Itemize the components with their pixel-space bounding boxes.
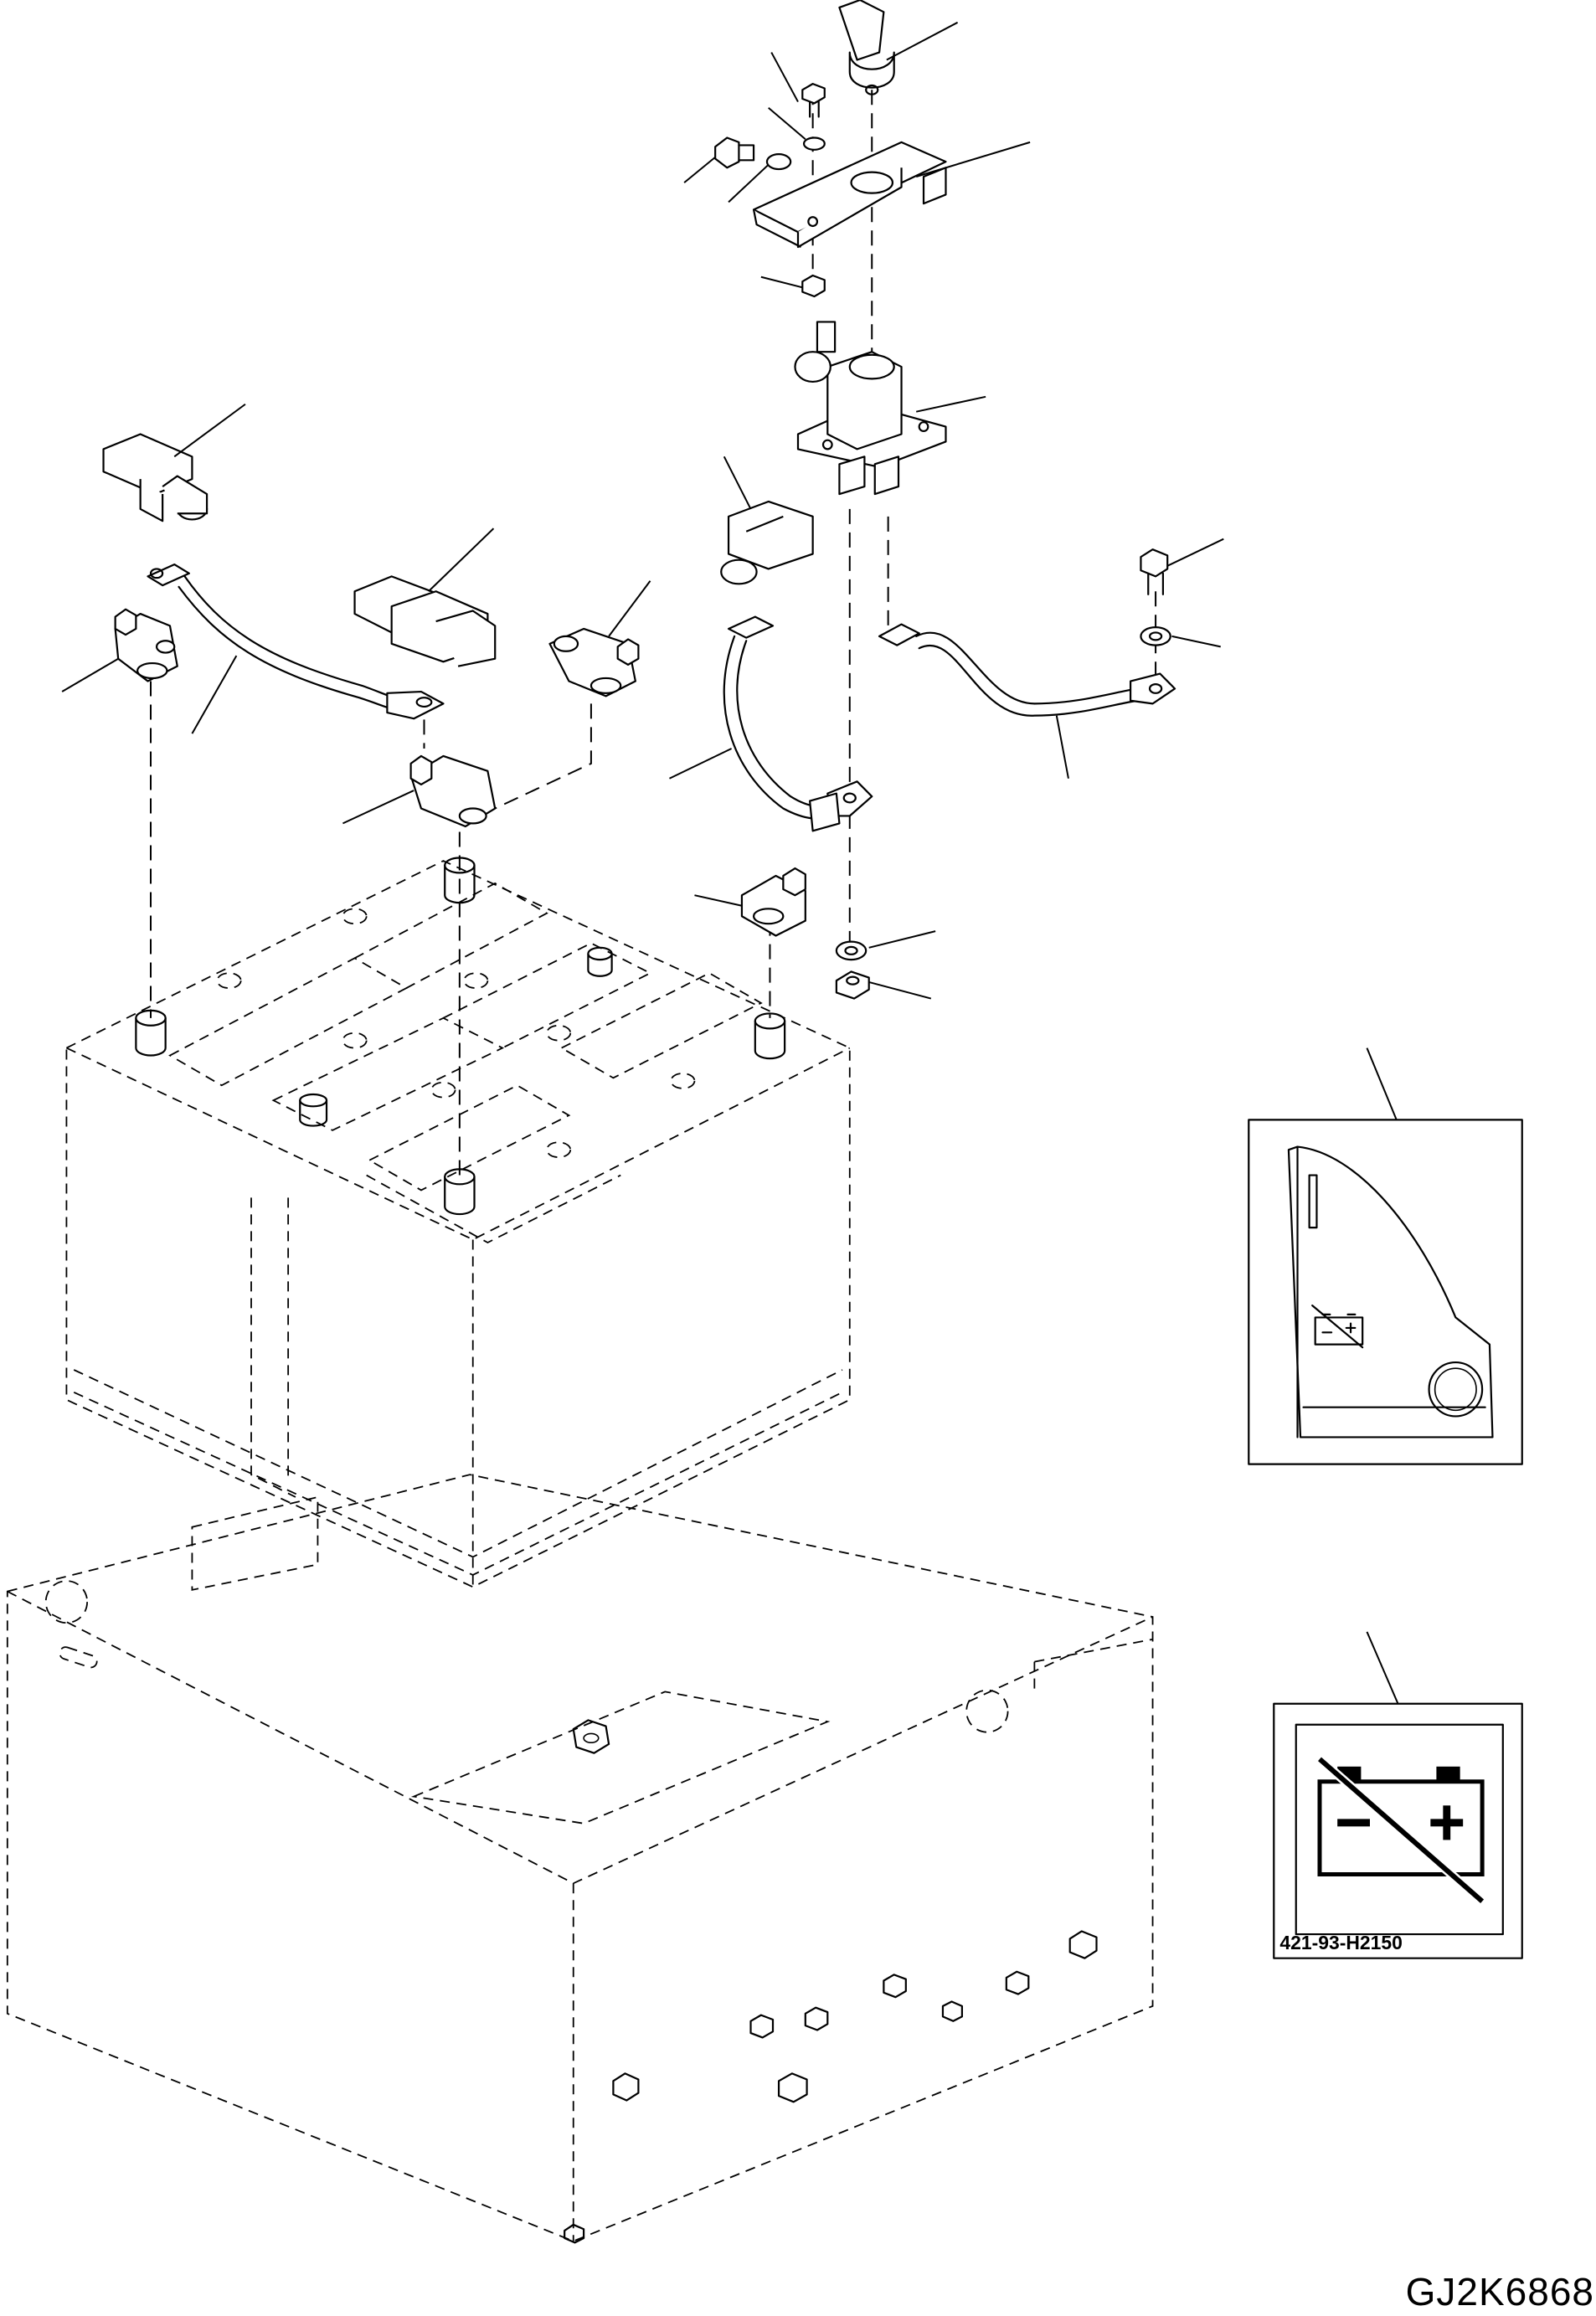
terminal-clamp-center bbox=[411, 756, 496, 826]
batteries bbox=[66, 858, 849, 1588]
terminal-clamp-ground bbox=[742, 868, 806, 935]
switch-position-decal bbox=[1248, 1119, 1521, 1464]
bolt-right bbox=[1140, 549, 1170, 645]
switch-cable bbox=[879, 625, 1175, 716]
bolt-side bbox=[715, 137, 790, 169]
battery-box bbox=[8, 1475, 1153, 2242]
bolt-top-small bbox=[802, 84, 824, 150]
terminal-clamp-left bbox=[116, 610, 178, 682]
nut-upper bbox=[802, 275, 824, 296]
mounting-bracket bbox=[754, 142, 945, 247]
disconnect-key bbox=[839, 0, 893, 95]
terminal-cover-center bbox=[355, 576, 496, 666]
drawing-id: GJ2K6868 bbox=[1405, 2270, 1594, 2313]
terminal-cover-right bbox=[721, 502, 812, 584]
battery-icon bbox=[1312, 1305, 1362, 1347]
battery-cable-link bbox=[147, 564, 443, 718]
disconnect-switch bbox=[795, 322, 945, 494]
battery-prohibited-icon bbox=[1320, 1759, 1482, 1902]
battery-post-right bbox=[755, 1013, 785, 1058]
battery-disconnect-decal: 421-93-H2150 bbox=[1274, 1704, 1521, 1958]
decal-part-code: 421-93-H2150 bbox=[1279, 1932, 1403, 1953]
leader-lines bbox=[62, 23, 1398, 1704]
ground-cable bbox=[724, 617, 873, 831]
hex-nut-box-top bbox=[574, 1720, 609, 1752]
battery-post-mid bbox=[300, 948, 611, 1126]
terminal-clamp-right bbox=[550, 629, 639, 696]
assembly-lines bbox=[151, 90, 1156, 1175]
mounting-nuts bbox=[564, 1931, 1096, 2242]
terminal-cover-left bbox=[104, 435, 208, 522]
washer-nut-lower bbox=[837, 942, 869, 999]
